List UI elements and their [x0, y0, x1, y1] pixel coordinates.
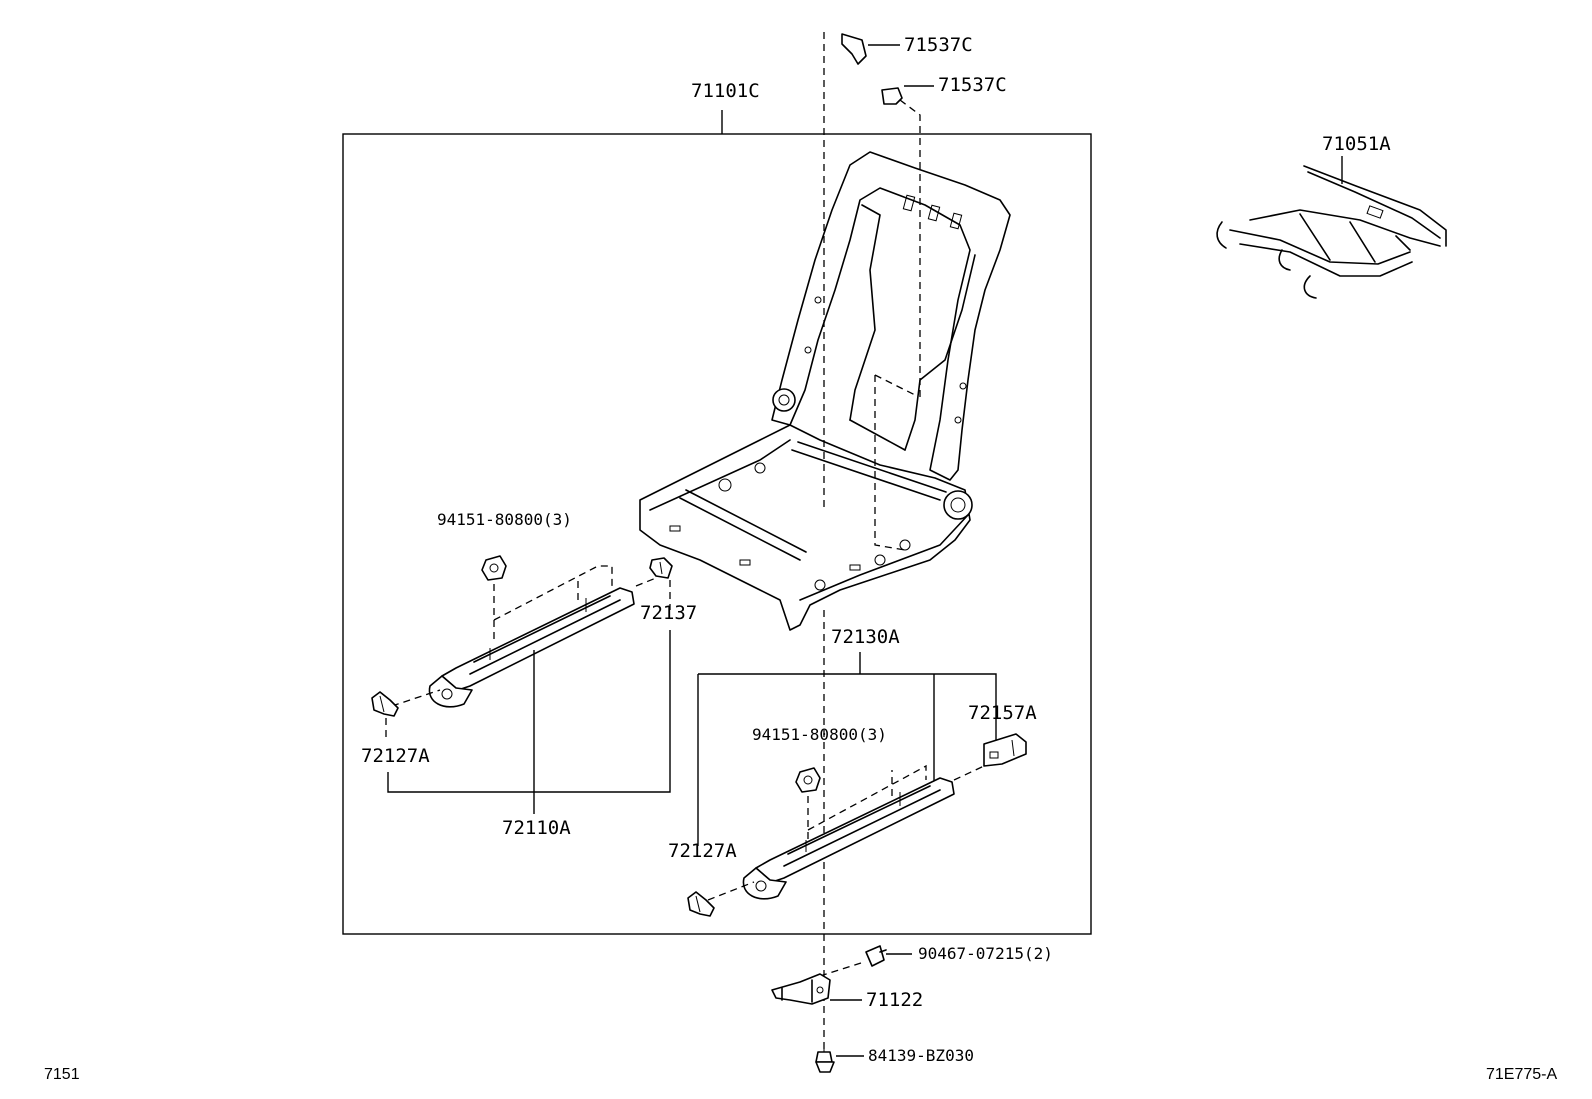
part-90467-clip	[865, 945, 912, 967]
part-72137-clip	[649, 557, 673, 579]
part-72127A-left	[371, 691, 399, 717]
label-72127A-left: 72127A	[361, 745, 430, 767]
label-72130A: 72130A	[831, 626, 900, 648]
label-94151-left: 94151-80800(3)	[437, 510, 572, 529]
label-72137: 72137	[640, 602, 697, 624]
rail-72110A-left	[428, 587, 635, 708]
part-84139-screw	[815, 1044, 864, 1073]
label-71537C-top: 71537C	[904, 34, 973, 56]
label-72110A: 72110A	[502, 817, 571, 839]
label-84139: 84139-BZ030	[868, 1046, 974, 1065]
label-94151-right: 94151-80800(3)	[752, 725, 887, 744]
part-71051A-spring-mat	[1216, 156, 1447, 299]
part-71122-bracket	[771, 973, 862, 1005]
nut-94151-left	[481, 555, 507, 581]
part-72127A-right	[687, 891, 715, 917]
assembly-frame-box	[342, 133, 1092, 935]
part-71537C-cover	[841, 33, 900, 65]
corner-code-right: 71E775-A	[1486, 1066, 1557, 1083]
rail-72110A-right	[742, 777, 955, 900]
corner-code-left: 7151	[44, 1066, 80, 1083]
label-72127A-right: 72127A	[668, 840, 737, 862]
label-71051A: 71051A	[1322, 133, 1391, 155]
part-72157A-cover	[983, 733, 1027, 767]
seat-frame-part	[639, 151, 1011, 631]
label-71122: 71122	[866, 989, 923, 1011]
label-72157A: 72157A	[968, 702, 1037, 724]
label-71101C: 71101C	[691, 80, 760, 102]
label-71537C-second: 71537C	[938, 74, 1007, 96]
part-71537C-clip	[881, 85, 934, 105]
nut-94151-right	[795, 767, 821, 793]
label-90467: 90467-07215(2)	[918, 944, 1053, 963]
